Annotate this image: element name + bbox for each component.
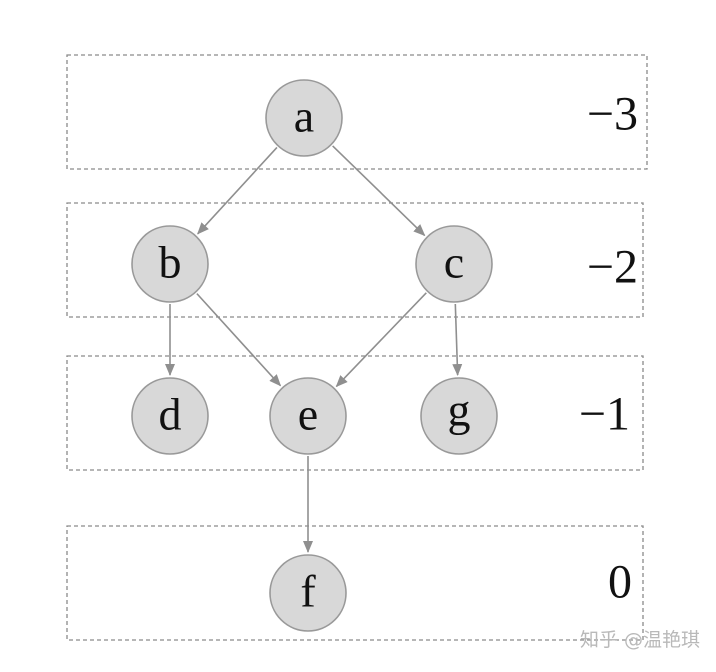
node-a-circle xyxy=(265,79,343,157)
layer-value-1: −2 xyxy=(587,241,638,294)
node-b-circle xyxy=(131,225,209,303)
edges xyxy=(165,145,463,553)
node-d: d xyxy=(131,377,209,455)
layer-box-0 xyxy=(66,54,648,170)
nodes: a b c d e g f xyxy=(131,79,498,632)
edge-a-c xyxy=(332,145,426,237)
layer-box-3 xyxy=(66,525,644,641)
edge-b-e xyxy=(196,293,282,387)
node-d-circle xyxy=(131,377,209,455)
watermark-text: 知乎 @温艳琪 xyxy=(580,629,700,651)
layer-value-3: 0 xyxy=(608,556,632,609)
node-c: c xyxy=(415,225,493,303)
node-b-label: b xyxy=(159,237,182,288)
node-c-circle xyxy=(415,225,493,303)
edge-c-e xyxy=(335,292,427,388)
node-e-circle xyxy=(269,377,347,455)
node-g: g xyxy=(420,377,498,455)
node-f: f xyxy=(269,554,347,632)
node-f-label: f xyxy=(300,566,316,617)
layer-values: −3 −2 −1 0 xyxy=(579,88,638,609)
layer-box-1 xyxy=(66,202,644,318)
node-g-label: g xyxy=(448,385,471,436)
layer-boxes xyxy=(66,54,648,641)
node-d-label: d xyxy=(159,389,182,440)
node-b: b xyxy=(131,225,209,303)
layer-value-0: −3 xyxy=(587,88,638,141)
node-e: e xyxy=(269,377,347,455)
node-a-label: a xyxy=(294,91,314,142)
layer-value-2: −1 xyxy=(579,388,630,441)
edge-a-b xyxy=(197,146,278,235)
node-c-label: c xyxy=(444,237,464,288)
node-f-circle xyxy=(269,554,347,632)
edge-c-g xyxy=(452,303,463,377)
layer-box-2 xyxy=(66,355,644,471)
node-a: a xyxy=(265,79,343,157)
node-g-circle xyxy=(420,377,498,455)
node-e-label: e xyxy=(298,389,318,440)
